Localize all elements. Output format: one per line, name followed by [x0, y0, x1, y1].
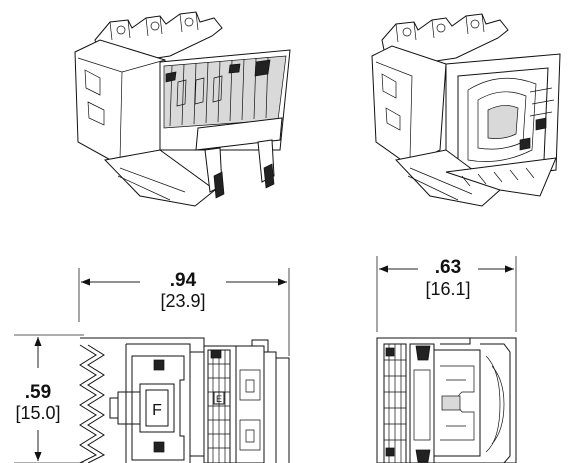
svg-text:E: E	[216, 394, 222, 404]
isometric-view-front	[74, 11, 291, 207]
width-front-mm-text: [16.1]	[425, 279, 470, 299]
side-view: F E	[14, 268, 290, 463]
height-mm-text: [15.0]	[15, 403, 60, 423]
width-side-mm-text: [23.9]	[160, 291, 205, 311]
dimension-width-front: .63 [16.1]	[379, 257, 514, 299]
width-front-inches-text: .63	[435, 257, 461, 278]
isometric-view-rear	[371, 13, 561, 207]
dimension-height: .59 [15.0]	[15, 337, 61, 461]
width-side-inches-text: .94	[170, 270, 197, 291]
dimension-width-side: .94 [23.9]	[81, 270, 287, 311]
height-inches-text: .59	[25, 382, 51, 403]
front-view	[376, 256, 517, 463]
latch-letter-text: F	[152, 402, 162, 419]
